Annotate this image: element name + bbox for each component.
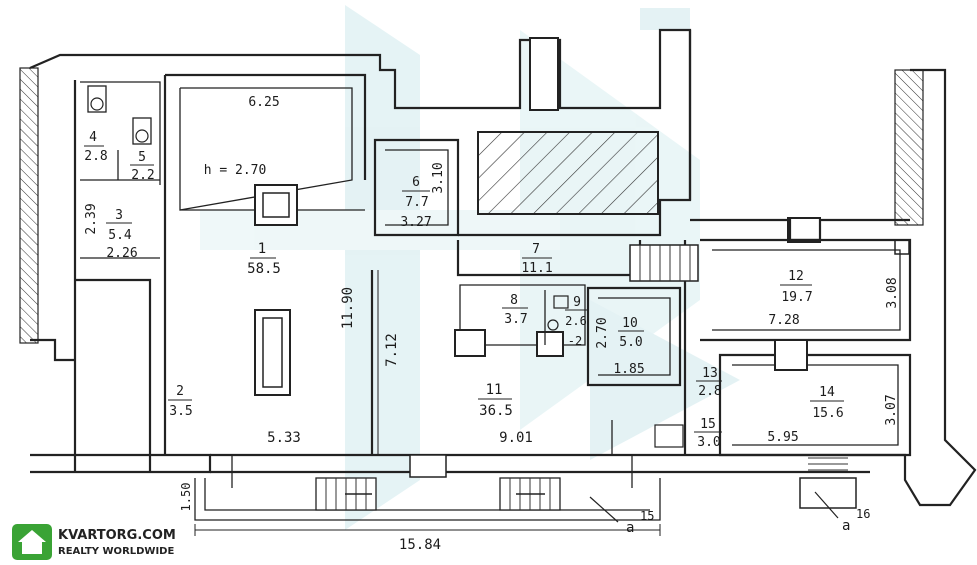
dim-room6-height: 3.10: [431, 162, 446, 193]
dim-room12-height: 3.08: [885, 277, 900, 308]
room-9-number: 9: [573, 295, 581, 310]
room-12-number: 12: [788, 269, 804, 284]
room-13-area: 2.8: [698, 384, 721, 399]
room-11-area: 36.5: [479, 403, 513, 419]
dim-room10-height: 2.70: [595, 317, 610, 348]
room-4-area: 2.8: [84, 149, 107, 164]
marker-a16-letter: a: [842, 518, 850, 534]
room-1-area: 58.5: [247, 261, 281, 277]
brand-logo: KVARTORG.COM REALTY WORLDWIDE: [12, 524, 176, 560]
dim-room10-width: 1.85: [613, 362, 644, 377]
building-walls: [19, 28, 977, 521]
room-15-area: 3.0: [697, 435, 720, 450]
dim-room11-width: 9.01: [499, 430, 533, 446]
room-2-area: 3.5: [169, 404, 192, 419]
room-1-number: 1: [258, 241, 266, 257]
room-9-area: 2.6: [565, 314, 587, 328]
room-5-number: 5: [138, 150, 146, 165]
room-9-note: -2: [568, 334, 582, 348]
brand-subtitle: REALTY WORLDWIDE: [58, 546, 174, 557]
dim-room1-height: 11.90: [340, 287, 356, 329]
marker-a15-letter: a: [626, 520, 634, 536]
dim-room11-height: 7.12: [384, 333, 400, 367]
room-12-area: 19.7: [781, 290, 812, 305]
room-6-area: 7.7: [405, 195, 428, 210]
room-7-number: 7: [532, 242, 540, 257]
room-14-area: 15.6: [812, 406, 843, 421]
dim-room1-width: 5.33: [267, 430, 301, 446]
dim-room3-width: 2.26: [106, 246, 137, 261]
watermark: [200, 5, 740, 530]
room-3-area: 5.4: [108, 228, 132, 243]
dim-room14-width: 5.95: [767, 430, 798, 445]
room-4-number: 4: [89, 130, 97, 145]
room-6-number: 6: [412, 175, 420, 190]
dimension-labels: 6.25 h = 2.70 3.27 3.10 2.39 2.26 11.90 …: [84, 95, 900, 553]
dim-room3-height: 2.39: [84, 203, 99, 234]
room-7-area: 11.1: [521, 261, 552, 276]
dim-room1-top: 6.25: [248, 95, 279, 110]
dim-room14-height: 3.07: [884, 394, 899, 425]
room-10-number: 10: [622, 316, 638, 331]
room-8-number: 8: [510, 293, 518, 308]
room-labels: 4 2.8 5 2.2 3 5.4 1 58.5 2 3.5 6 7.7 7 1…: [84, 130, 844, 450]
room-5-area: 2.2: [131, 168, 154, 183]
marker-a16-sup: 16: [856, 507, 870, 521]
stair-12: [629, 244, 699, 282]
room-13-number: 13: [702, 366, 718, 381]
stair-porch-right: [499, 477, 561, 511]
marker-a16: a 16: [814, 491, 870, 534]
room-3-number: 3: [115, 208, 123, 223]
room-8-area: 3.7: [504, 312, 527, 327]
dim-porch-depth: 1.50: [179, 483, 193, 512]
room-15-number: 15: [700, 417, 716, 432]
stair-porch-left: [315, 477, 377, 511]
room-11-number: 11: [486, 382, 503, 398]
dim-ceiling-height: h = 2.70: [204, 163, 267, 178]
marker-a15-sup: 15: [640, 509, 654, 523]
dim-total-width: 15.84: [399, 537, 441, 553]
room-14-number: 14: [819, 385, 835, 400]
stair-entrance-a16: [799, 457, 857, 509]
dim-room12-width: 7.28: [768, 313, 799, 328]
dim-room6-width: 3.27: [400, 215, 431, 230]
brand-title: KVARTORG.COM: [58, 528, 176, 543]
marker-a15: a 15: [589, 496, 654, 536]
room-10-area: 5.0: [619, 335, 642, 350]
room-2-number: 2: [176, 384, 184, 399]
